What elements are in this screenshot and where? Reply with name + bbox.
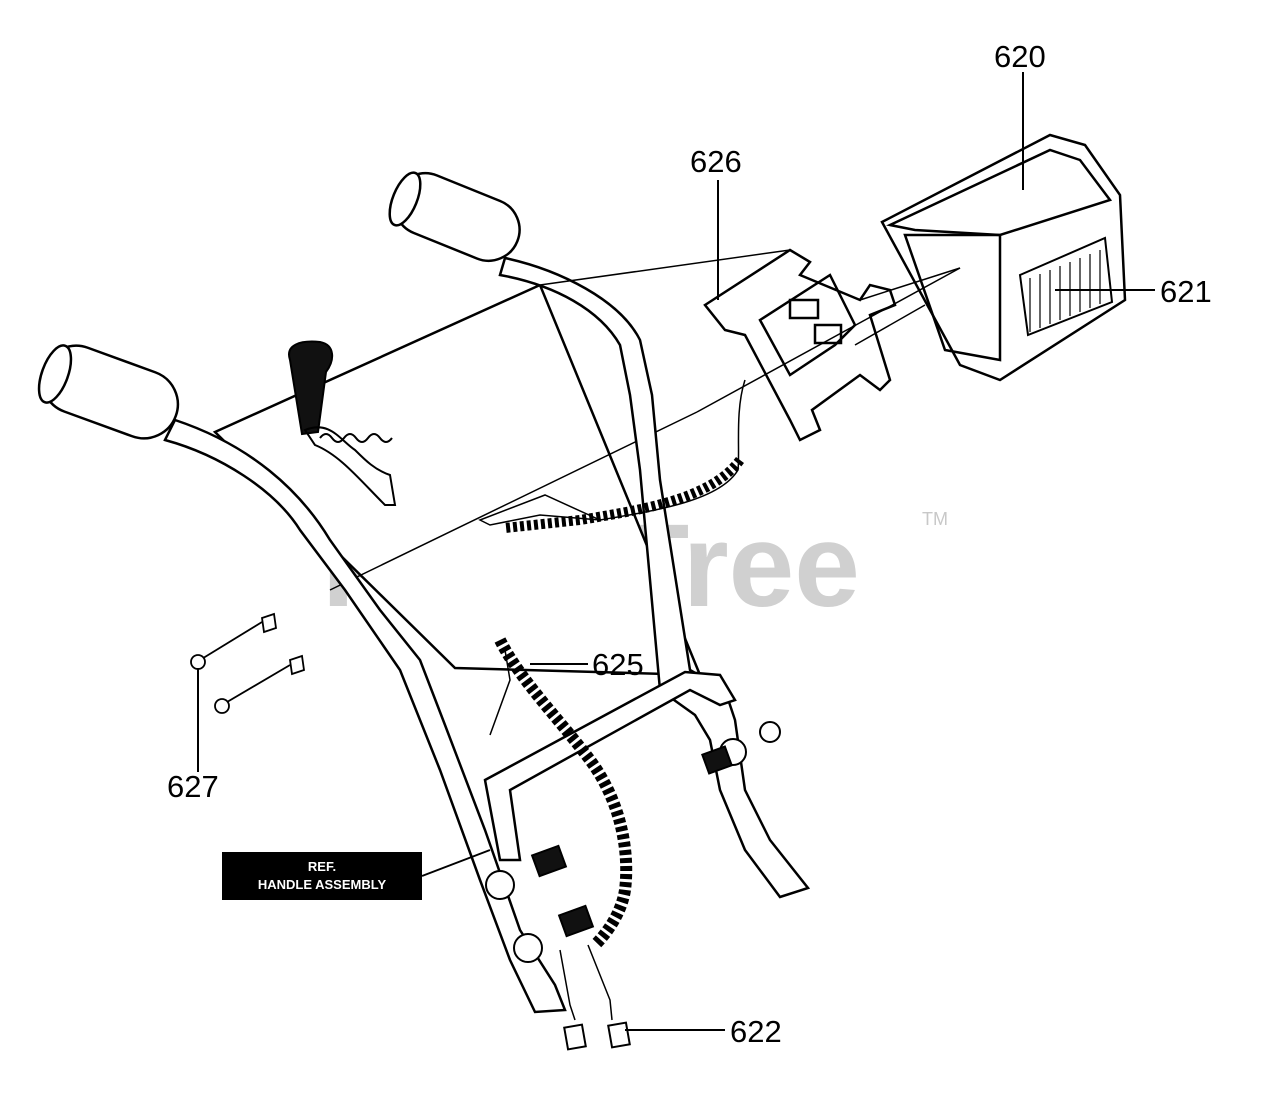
callout-622: 622 — [730, 1014, 782, 1049]
hardware-bolts — [485, 721, 781, 963]
callout-625: 625 — [592, 647, 644, 682]
projection-lines — [539, 249, 961, 413]
screws-and-nuts — [190, 612, 305, 714]
reference-label-line2: HANDLE ASSEMBLY — [257, 877, 387, 892]
callout-labels: 620 621 626 625 627 622 — [167, 39, 1212, 1049]
callout-leaders — [197, 72, 1155, 1031]
reference-label: REF. HANDLE ASSEMBLY — [222, 852, 422, 900]
connector-terminals — [563, 1021, 631, 1051]
handle-crossbar — [483, 670, 737, 862]
light-bracket — [703, 248, 897, 442]
callout-620: 620 — [994, 39, 1046, 74]
callout-621: 621 — [1160, 274, 1212, 309]
callout-627: 627 — [167, 769, 219, 804]
wiring-harness — [478, 379, 746, 1021]
reference-label-line1: REF. — [307, 859, 337, 874]
callout-626: 626 — [690, 144, 742, 179]
right-handle — [388, 171, 811, 899]
shift-lever — [288, 340, 397, 506]
watermark-trademark: TM — [922, 509, 948, 529]
